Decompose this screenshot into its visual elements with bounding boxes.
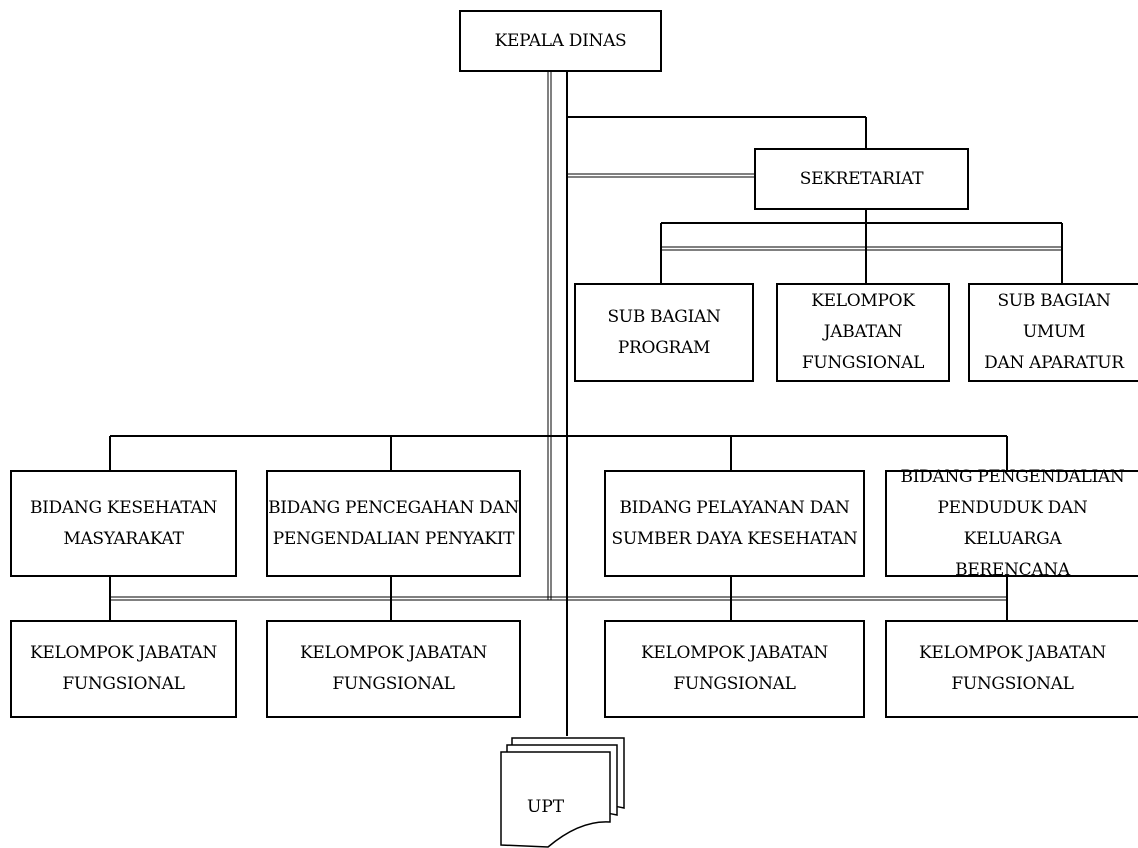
subunit-program-box[interactable]: SUB BAGIAN PROGRAM — [574, 283, 754, 382]
functional-group-3-box[interactable]: KELOMPOK JABATAN FUNGSIONAL — [604, 620, 865, 718]
division-disease-control-label: BIDANG PENCEGAHAN DAN PENGENDALIAN PENYA… — [268, 497, 519, 549]
functional-group-4-label: KELOMPOK JABATAN FUNGSIONAL — [919, 643, 1106, 694]
division-disease-control-box[interactable]: BIDANG PENCEGAHAN DAN PENGENDALIAN PENYA… — [266, 470, 521, 577]
command-lines — [109, 72, 1063, 736]
subunit-program-label: SUB BAGIAN PROGRAM — [607, 306, 721, 358]
subunit-general-affairs-label: SUB BAGIAN UMUM DAN APARATUR — [984, 291, 1124, 373]
upt-page-front — [500, 751, 611, 848]
functional-group-3-label: KELOMPOK JABATAN FUNGSIONAL — [641, 643, 828, 694]
functional-group-2-box[interactable]: KELOMPOK JABATAN FUNGSIONAL — [266, 620, 521, 718]
division-public-health-box[interactable]: BIDANG KESEHATAN MASYARAKAT — [10, 470, 237, 577]
functional-group-1-box[interactable]: KELOMPOK JABATAN FUNGSIONAL — [10, 620, 237, 718]
coordination-lines — [110, 72, 1062, 601]
secretariat-box[interactable]: SEKRETARIAT — [754, 148, 969, 210]
head-box[interactable]: KEPALA DINAS — [459, 10, 662, 72]
division-family-planning-box[interactable]: BIDANG PENGENDALIAN PENDUDUK DAN KELUARG… — [885, 467, 1138, 580]
subunit-general-affairs-box[interactable]: SUB BAGIAN UMUM DAN APARATUR — [968, 283, 1138, 382]
functional-group-4-box[interactable]: KELOMPOK JABATAN FUNGSIONAL — [885, 620, 1138, 718]
subunit-functional-group-label: KELOMPOK JABATAN FUNGSIONAL — [801, 291, 925, 373]
division-health-services-box[interactable]: BIDANG PELAYANAN DAN SUMBER DAYA KESEHAT… — [604, 470, 865, 577]
functional-group-2-label: KELOMPOK JABATAN FUNGSIONAL — [300, 643, 487, 694]
secretariat-label: SEKRETARIAT — [799, 168, 924, 189]
division-public-health-label: BIDANG KESEHATAN MASYARAKAT — [29, 497, 218, 549]
division-health-services-label: BIDANG PELAYANAN DAN SUMBER DAYA KESEHAT… — [611, 497, 858, 549]
subunit-functional-group-box[interactable]: KELOMPOK JABATAN FUNGSIONAL — [776, 283, 950, 382]
upt-label[interactable]: UPT — [527, 797, 565, 817]
division-family-planning-label: BIDANG PENGENDALIAN PENDUDUK DAN KELUARG… — [900, 466, 1125, 580]
functional-group-1-label: KELOMPOK JABATAN FUNGSIONAL — [30, 643, 217, 694]
head-label: KEPALA DINAS — [494, 30, 627, 51]
upt-document-stack — [500, 737, 625, 848]
